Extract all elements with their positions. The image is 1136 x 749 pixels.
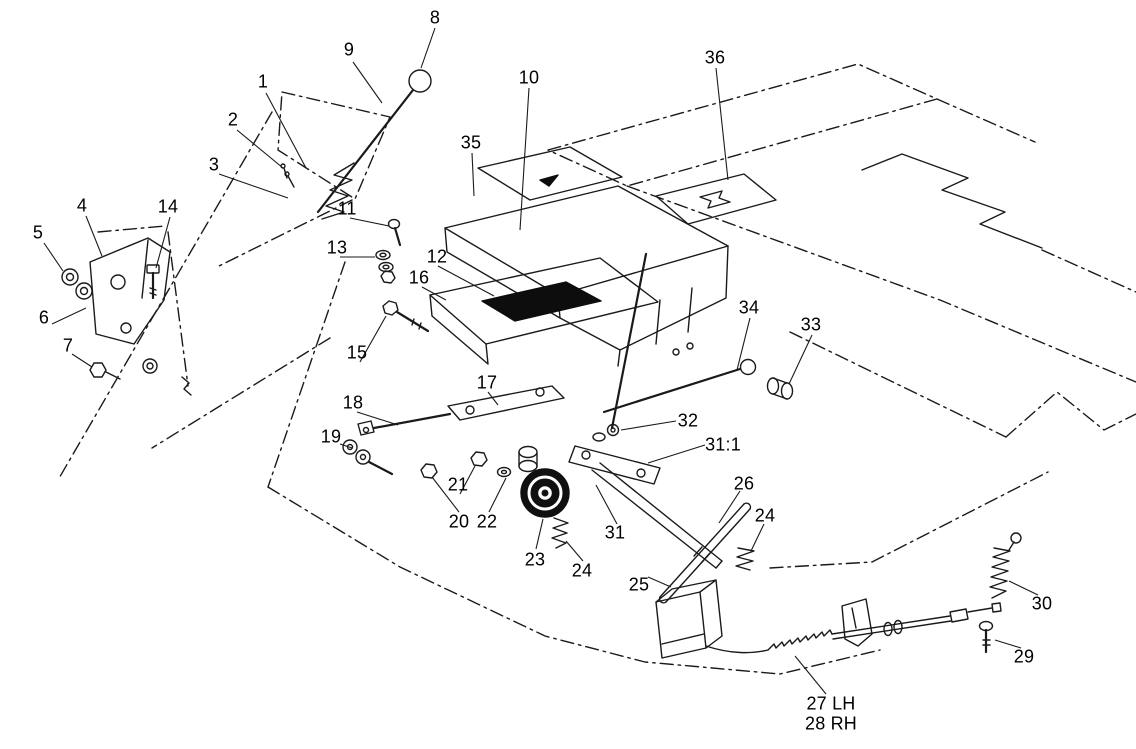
callout-28-rh: 28 RH — [804, 713, 858, 734]
control-panel-outline — [277, 91, 391, 200]
link-plate — [447, 385, 565, 421]
rod-ball-end — [739, 358, 757, 376]
callout-14: 14 — [157, 196, 179, 217]
cable-end — [705, 645, 769, 654]
leader-lines — [43, 27, 1039, 695]
lever-spring — [321, 162, 355, 220]
callout-5: 5 — [32, 222, 44, 243]
lock-nut — [380, 270, 396, 284]
frame-step-bracket — [861, 153, 1043, 249]
callout-32: 32 — [677, 410, 699, 431]
callout-26: 26 — [733, 473, 755, 494]
hex-nut — [420, 463, 438, 479]
cable-bracket-box — [655, 591, 707, 659]
callout-30: 30 — [1031, 593, 1053, 614]
bushing-pair — [61, 268, 79, 286]
callout-31-1: 31:1 — [705, 434, 741, 455]
callout-3: 3 — [208, 154, 220, 175]
footrest-pad — [444, 185, 729, 296]
callout-13: 13 — [326, 237, 348, 258]
retainer-clip — [181, 376, 192, 396]
mount-bracket-assembly — [61, 237, 192, 396]
callout-19: 19 — [320, 426, 342, 447]
clutch-rod — [602, 367, 742, 414]
spacer — [518, 445, 538, 459]
callout-11: 11 — [337, 198, 357, 219]
callout-1: 1 — [257, 71, 269, 92]
plate-arrow-mark — [539, 174, 559, 187]
callout-10: 10 — [518, 67, 540, 88]
upper-plate — [477, 146, 623, 201]
callout-29: 29 — [1013, 646, 1035, 667]
cable-assembly — [655, 532, 1022, 659]
callout-36: 36 — [704, 47, 726, 68]
ball-joint — [342, 439, 358, 455]
callout-2: 2 — [227, 109, 239, 130]
callout-24-right: 24 — [754, 505, 776, 526]
idler-shaft — [591, 462, 723, 569]
callout-24-center: 24 — [571, 560, 593, 581]
support-post — [610, 252, 648, 430]
callout-27-lh: 27 LH — [806, 693, 856, 714]
belt-slot-opening — [481, 281, 602, 322]
callout-16: 16 — [408, 267, 430, 288]
bolt-head — [146, 264, 160, 274]
pivot-bolt — [606, 423, 620, 437]
draglink-rod — [372, 412, 452, 430]
callout-20: 20 — [448, 511, 470, 532]
callout-35: 35 — [460, 132, 482, 153]
callout-17: 17 — [476, 372, 498, 393]
washer-stack — [375, 249, 391, 261]
tension-spring — [989, 547, 1011, 599]
callout-4: 4 — [76, 195, 88, 216]
callout-18: 18 — [342, 392, 364, 413]
callout-7: 7 — [62, 335, 74, 356]
lower-plate-assembly — [429, 257, 659, 365]
small-spring — [735, 547, 755, 571]
lower-plate — [429, 257, 659, 345]
hex-bolt — [382, 300, 399, 316]
callout-25: 25 — [628, 574, 650, 595]
frame-phantom-lines — [57, 63, 1136, 675]
lever-shaft — [316, 88, 415, 214]
cable-connector — [949, 608, 969, 623]
carriage-bolt — [387, 218, 401, 230]
shift-lever-assembly — [280, 69, 432, 220]
callout-15: 15 — [346, 342, 368, 363]
spring-hook — [1010, 532, 1022, 544]
pivot-bracket — [568, 445, 661, 485]
linkage-assembly — [342, 252, 794, 604]
cable-adjuster — [883, 621, 893, 637]
callout-22: 22 — [476, 511, 498, 532]
mount-bracket — [89, 237, 171, 345]
control-rod — [659, 503, 751, 603]
callout-23: 23 — [524, 549, 546, 570]
cable-clamp-bracket — [841, 598, 873, 647]
cable-spring-wrap — [767, 629, 833, 651]
nut — [89, 362, 107, 378]
indicator-arrow — [699, 190, 731, 209]
flat-washer — [496, 466, 512, 478]
small-spring — [551, 517, 569, 549]
rod-bushing — [766, 377, 780, 395]
callout-34: 34 — [738, 297, 760, 318]
indicator-plate — [655, 173, 777, 225]
callout-21: 21 — [447, 474, 469, 495]
lever-knob — [408, 69, 432, 93]
callout-9: 9 — [343, 39, 355, 60]
fastener-hardware — [375, 218, 430, 333]
callout-31: 31 — [604, 522, 626, 543]
callout-12: 12 — [426, 246, 448, 267]
callout-8: 8 — [429, 7, 441, 28]
callout-6: 6 — [38, 307, 50, 328]
callout-33: 33 — [800, 314, 822, 335]
hex-nut — [470, 451, 488, 467]
washer — [142, 358, 158, 374]
console-assembly — [444, 146, 777, 367]
